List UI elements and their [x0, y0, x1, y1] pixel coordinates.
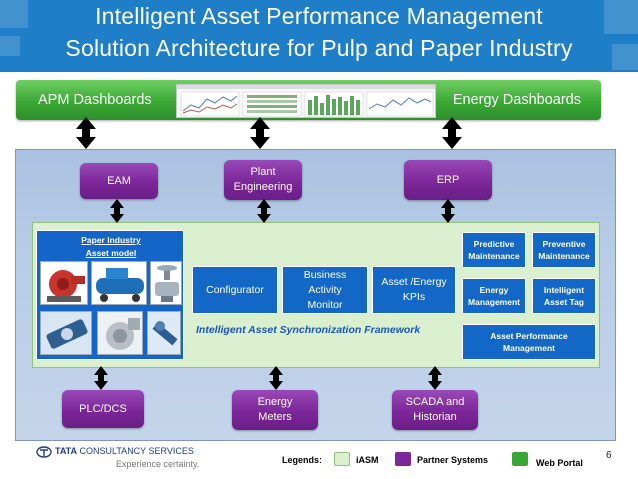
preventive-maintenance-box: Preventive Maintenance — [532, 232, 596, 268]
tcs-tagline: Experience certainty. — [116, 459, 200, 469]
asset-energy-kpis-box: Asset /Energy KPIs — [372, 266, 456, 314]
eam-label: EAM — [107, 174, 131, 187]
double-arrow-icon — [269, 366, 283, 390]
energy-management-box: Energy Management — [462, 278, 526, 314]
asset-energy-kpis-label: Asset /Energy KPIs — [381, 276, 447, 303]
eam-box: EAM — [80, 163, 158, 199]
predictive-maintenance-box: Predictive Maintenance — [462, 232, 526, 268]
predictive-maintenance-label: Predictive Maintenance — [468, 239, 520, 261]
apm-dashboards-label: APM Dashboards — [38, 92, 152, 108]
slide-title-line1: Intelligent Asset Performance Management — [95, 3, 543, 29]
asset-performance-management-box: Asset Performance Management — [462, 324, 596, 360]
legend-iasm-label: iASM — [356, 455, 379, 465]
legends-label: Legends: — [282, 455, 323, 465]
plant-engineering-box: Plant Engineering — [224, 160, 302, 200]
meter-icon — [41, 312, 91, 354]
framework-label: Intelligent Asset Synchronization Framew… — [196, 324, 421, 336]
erp-label: ERP — [436, 173, 460, 186]
configurator-label: Configurator — [206, 283, 264, 296]
slide-title-line2: Solution Architecture for Pulp and Paper… — [65, 35, 573, 61]
asset-performance-management-label: Asset Performance Management — [490, 331, 568, 353]
tcs-emblem-icon — [36, 446, 52, 458]
business-activity-monitor-label: Business Activity Monitor — [303, 268, 347, 311]
slide-header: Intelligent Asset Performance Management… — [0, 0, 638, 72]
configurator-box: Configurator — [192, 266, 278, 314]
meter-photo — [40, 311, 92, 355]
double-arrow-icon — [110, 199, 124, 223]
plc-dcs-box: PLC/DCS — [62, 390, 144, 428]
compressor-icon — [96, 268, 144, 302]
plant-engineering-label: Plant Engineering — [233, 166, 293, 193]
business-activity-monitor-box: Business Activity Monitor — [282, 266, 368, 314]
energy-meters-box: Energy Meters — [232, 390, 318, 430]
legend-partner-swatch — [395, 452, 411, 466]
tcs-logo: TATA CONSULTANCY SERVICES — [55, 446, 194, 456]
header-tile — [612, 44, 638, 70]
legend-partner-label: Partner Systems — [417, 455, 489, 465]
asset-model-title-line2: Asset model — [85, 248, 137, 258]
double-arrow-icon — [94, 366, 108, 390]
pump-icon — [47, 270, 85, 302]
legend-portal-swatch — [512, 452, 528, 466]
double-arrow-icon — [441, 199, 455, 223]
header-tile — [0, 0, 28, 28]
legend-portal-label: Web Portal — [536, 458, 583, 468]
header-tile — [604, 0, 638, 34]
drill-photo — [147, 311, 181, 355]
asset-model-title-line1: Paper Industry — [81, 235, 141, 245]
blower-icon — [98, 312, 142, 354]
dashboard-thumbnail-graphic — [177, 85, 435, 117]
energy-meters-label: Energy Meters — [257, 396, 293, 423]
valve-photo — [150, 261, 182, 305]
paper-industry-asset-model: Paper Industry Asset model — [36, 230, 184, 360]
preventive-maintenance-label: Preventive Maintenance — [538, 239, 590, 261]
double-arrow-icon — [428, 366, 442, 390]
double-arrow-icon — [442, 117, 462, 149]
drill-icon — [148, 312, 180, 354]
header-tile — [0, 36, 20, 56]
intelligent-asset-tag-box: Intelligent Asset Tag — [532, 278, 596, 314]
intelligent-asset-tag-label: Intelligent Asset Tag — [543, 285, 585, 307]
blower-photo — [97, 311, 143, 355]
tcs-logo-rest: CONSULTANCY SERVICES — [79, 446, 194, 456]
double-arrow-icon — [76, 117, 96, 149]
compressor-photo — [91, 261, 147, 305]
double-arrow-icon — [250, 117, 270, 149]
plc-dcs-label: PLC/DCS — [79, 402, 127, 415]
scada-historian-box: SCADA and Historian — [392, 390, 478, 430]
erp-box: ERP — [404, 160, 492, 200]
legend-iasm-swatch — [334, 452, 350, 466]
tcs-logo-name: TATA — [55, 446, 77, 456]
valve-icon — [155, 265, 179, 302]
double-arrow-icon — [257, 199, 271, 223]
pump-photo — [40, 261, 88, 305]
slide-number: 6 — [606, 450, 612, 461]
energy-management-label: Energy Management — [468, 285, 520, 307]
scada-historian-label: SCADA and Historian — [405, 396, 465, 423]
dashboard-screenshot-thumbnail — [176, 84, 436, 118]
energy-dashboards-label: Energy Dashboards — [452, 92, 581, 108]
